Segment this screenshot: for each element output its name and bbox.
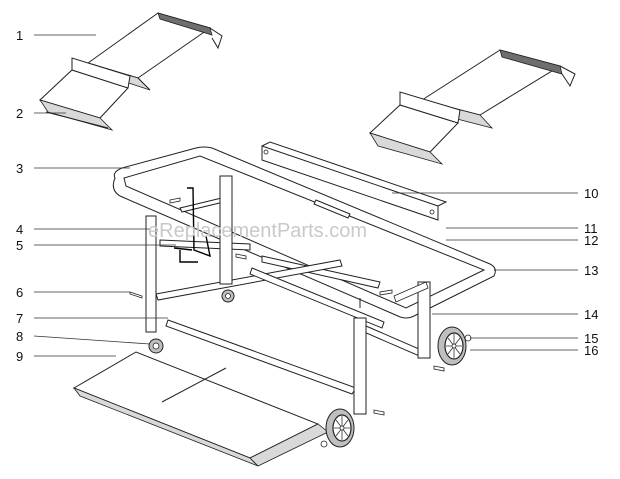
rear-panel	[261, 141, 448, 221]
part-number-12: 12	[584, 233, 598, 248]
part-number-10: 10	[584, 186, 598, 201]
leader-lines	[33, 34, 578, 357]
hardware	[129, 197, 472, 448]
part-number-8: 8	[16, 329, 23, 344]
part-number-13: 13	[584, 263, 598, 278]
part-number-3: 3	[16, 161, 23, 176]
part-number-16: 16	[584, 343, 598, 358]
bottom-shelf	[72, 351, 329, 467]
part-number-14: 14	[584, 307, 598, 322]
watermark-text: eReplacementParts.com	[148, 220, 367, 242]
part-number-5: 5	[16, 238, 23, 253]
caster-front	[148, 338, 164, 354]
shelf-bracket-left	[39, 57, 131, 131]
part-number-15: 15	[584, 331, 598, 346]
part-number-9: 9	[16, 349, 23, 364]
part-number-1: 1	[16, 28, 23, 43]
wheel-front	[325, 408, 355, 448]
part-number-11: 11	[584, 221, 598, 236]
part-number-4: 4	[16, 222, 23, 237]
caster-rear	[221, 289, 235, 303]
wheel-rear	[437, 326, 467, 366]
part-number-7: 7	[16, 311, 23, 326]
wire-bracket	[173, 187, 211, 263]
shelf-bracket-right	[369, 91, 461, 165]
part-number-2: 2	[16, 106, 23, 121]
part-number-6: 6	[16, 285, 23, 300]
